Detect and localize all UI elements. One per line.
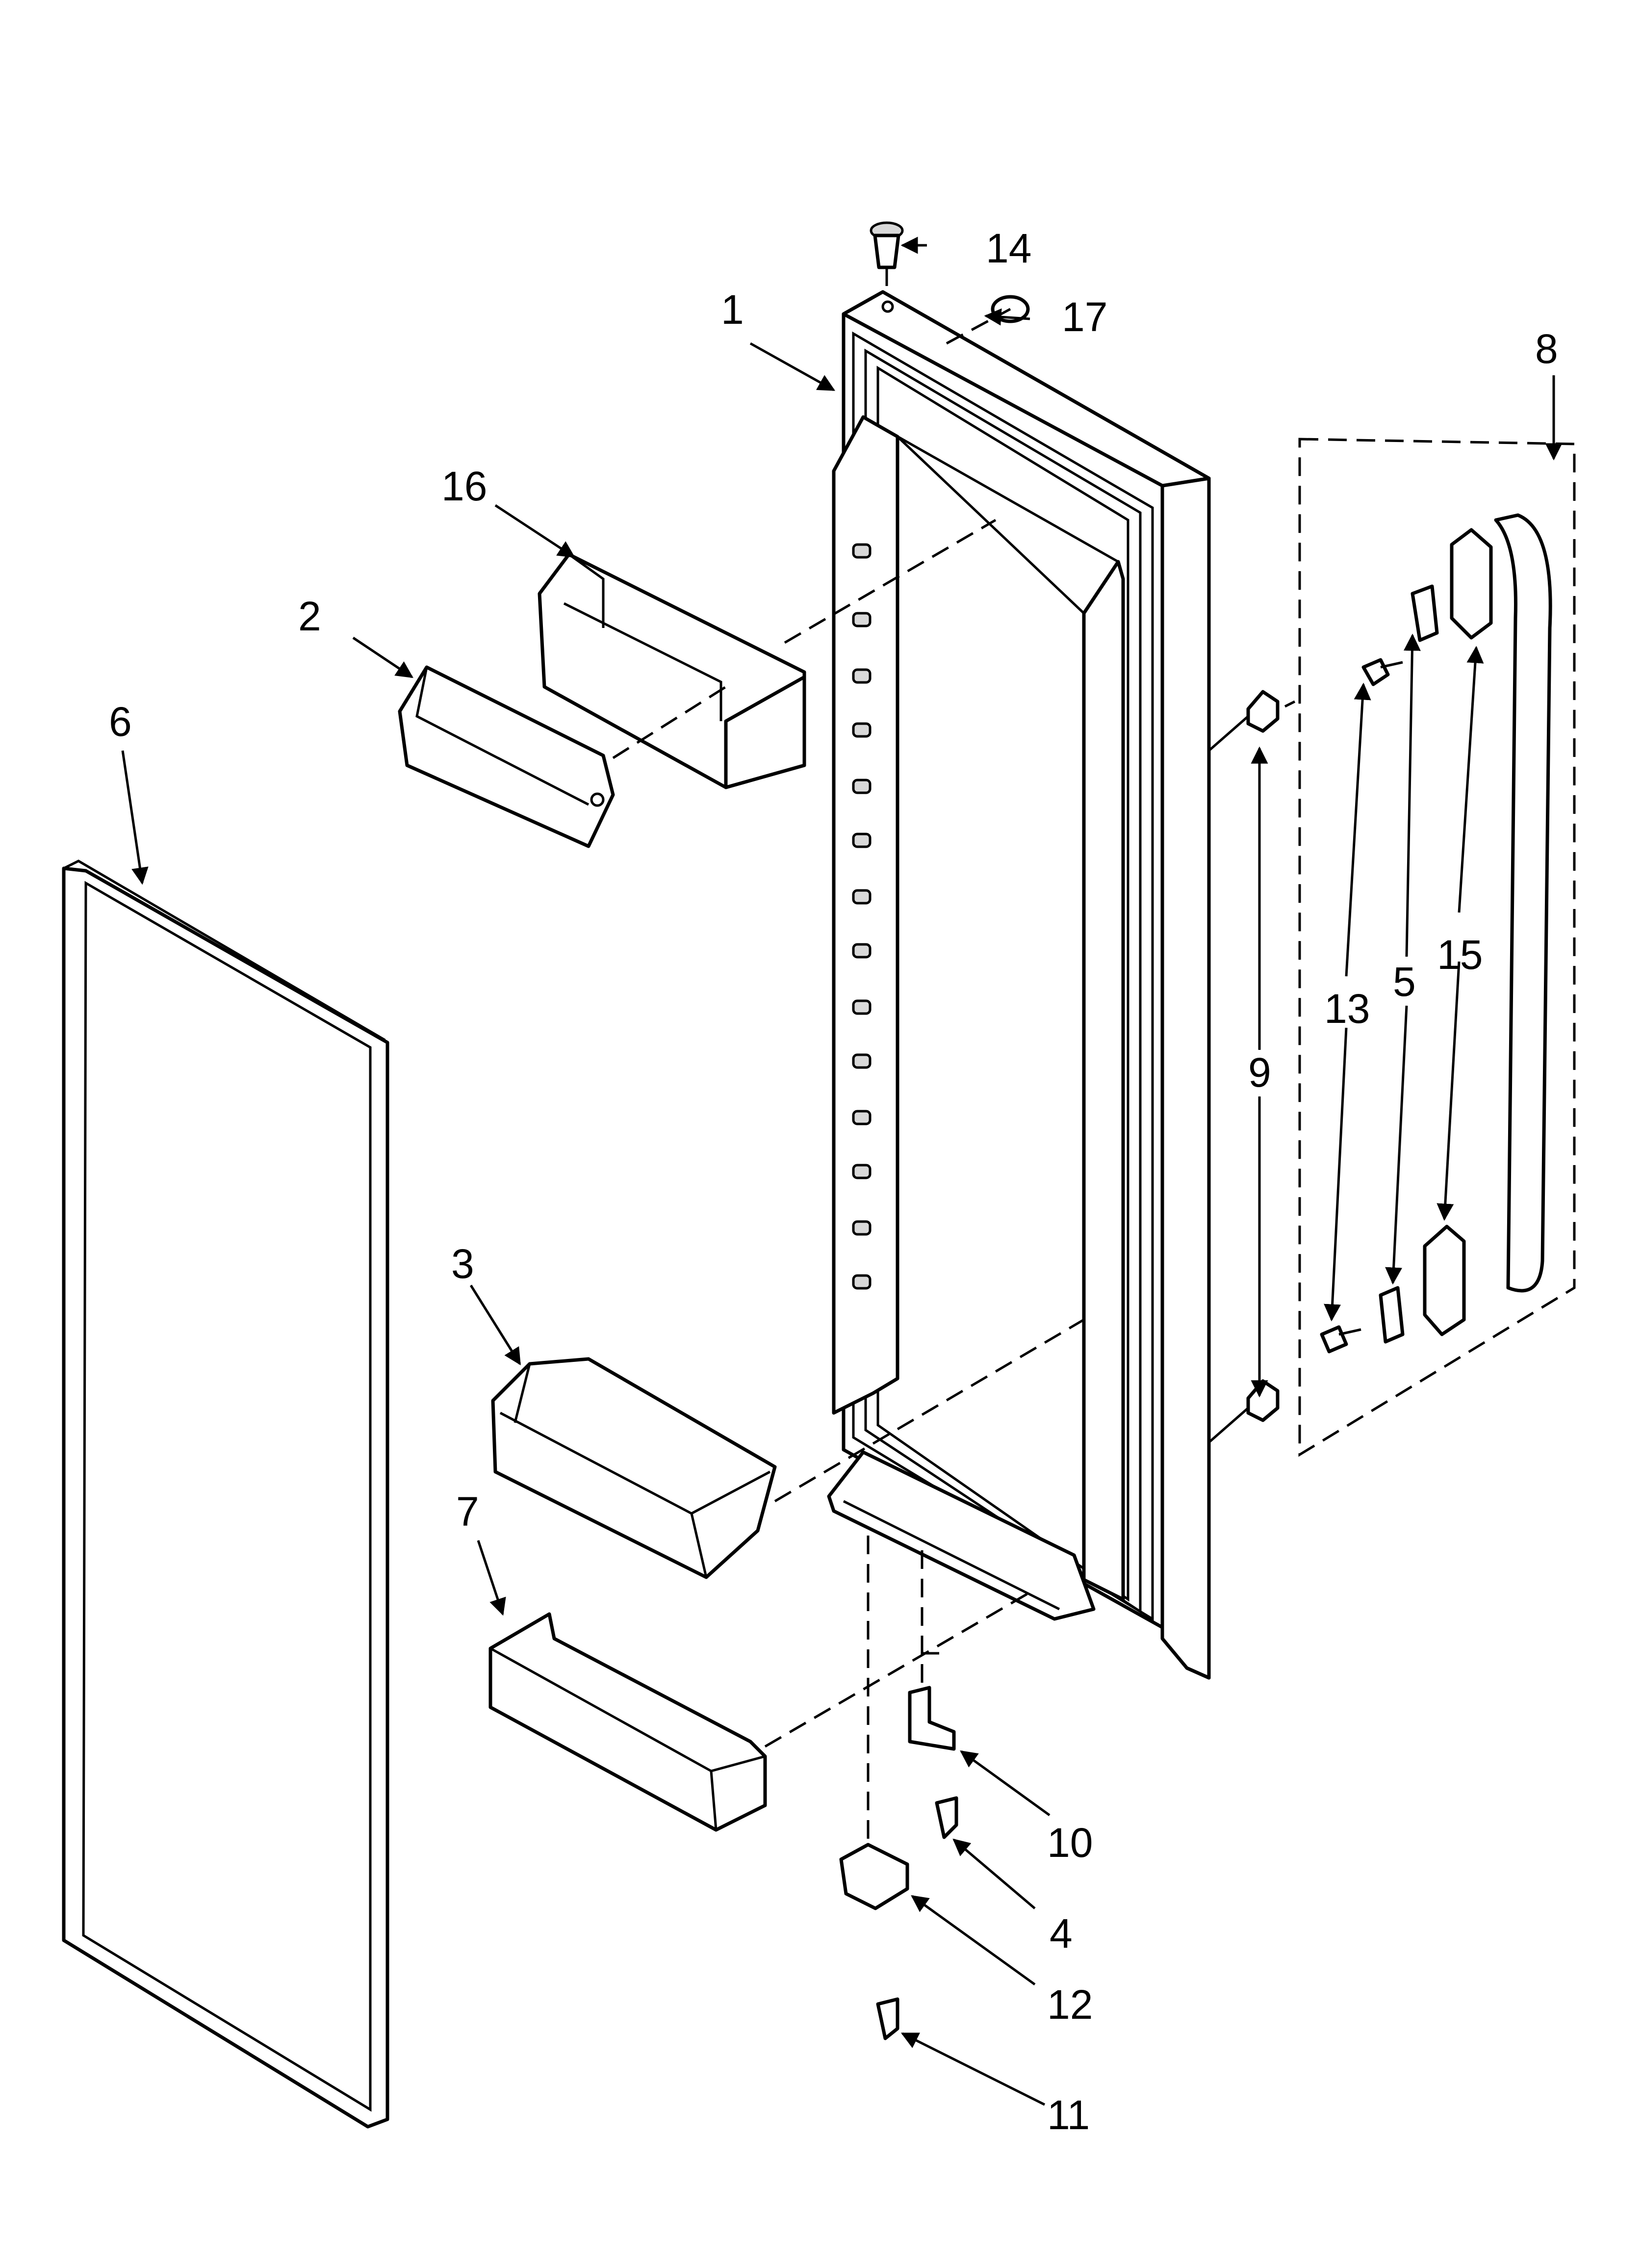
callout-9: 9	[1248, 1049, 1271, 1095]
callout-7: 7	[456, 1488, 479, 1535]
door-bin	[491, 1357, 777, 1579]
callout-11: 11	[1047, 2092, 1090, 2138]
callout-4: 4	[1050, 1910, 1073, 1956]
callout-6: 6	[109, 699, 132, 745]
callout-1: 1	[721, 287, 744, 333]
callout-16: 16	[441, 463, 487, 509]
bottom-hinge-hardware	[839, 1686, 958, 2040]
callout-8: 8	[1535, 326, 1558, 372]
callout-14: 14	[986, 225, 1031, 271]
callout-15: 15	[1437, 932, 1483, 978]
hinge-bushing-part	[870, 221, 904, 269]
callout-10: 10	[1047, 1820, 1093, 1866]
door-gasket	[62, 860, 389, 2129]
callout-5: 5	[1393, 959, 1416, 1005]
callout-17: 17	[1062, 294, 1107, 340]
callout-13: 13	[1324, 986, 1370, 1032]
callout-3: 3	[451, 1241, 474, 1287]
dairy-door	[398, 665, 615, 848]
callout-12: 12	[1047, 1981, 1093, 2028]
handle-kit	[1298, 438, 1576, 1457]
callout-arrows	[121, 236, 1563, 2106]
bottom-door-bin	[488, 1612, 767, 1832]
shelf-support-bumps	[852, 543, 872, 1290]
callout-2: 2	[298, 593, 321, 639]
door-assembly	[827, 290, 1211, 1680]
